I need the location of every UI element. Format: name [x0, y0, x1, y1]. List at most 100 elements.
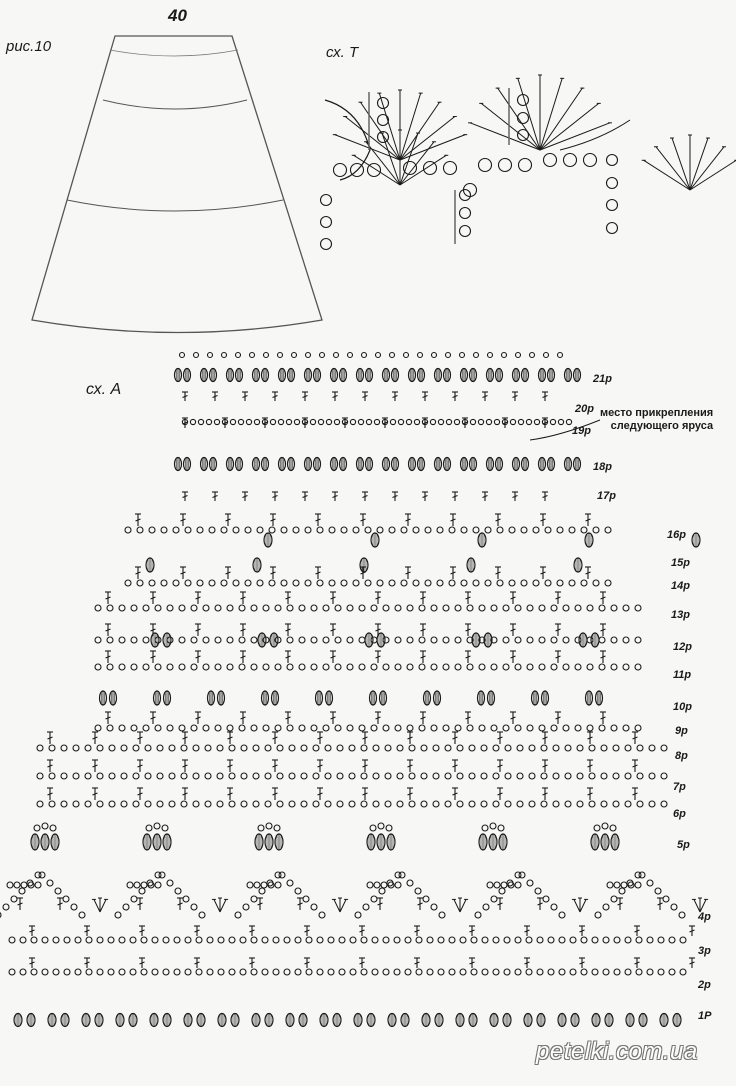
double-crochet — [195, 655, 201, 659]
chain-stitch — [478, 663, 486, 671]
chain-stitch — [550, 636, 558, 644]
chain-stitch — [370, 724, 378, 732]
chain-stitch — [586, 724, 594, 732]
double-crochet — [540, 571, 546, 575]
chain-stitch — [478, 636, 486, 644]
double-crochet — [585, 571, 591, 575]
chain-stitch — [349, 162, 365, 178]
chain-stitch — [129, 968, 137, 976]
chain-stitch — [502, 636, 510, 644]
chain-stitch — [198, 911, 206, 919]
chain-stitch — [626, 879, 634, 887]
chain-stitch — [478, 604, 486, 612]
chain-stitch — [108, 772, 116, 780]
double-crochet — [57, 902, 63, 906]
chain-stitch — [238, 636, 246, 644]
double-crochet — [240, 716, 246, 720]
chain-stitch — [132, 800, 140, 808]
chain-stitch — [161, 824, 169, 832]
chain-stitch — [136, 579, 144, 587]
chain-stitch — [456, 800, 464, 808]
chain-stitch — [142, 724, 150, 732]
chain-stitch — [2, 903, 10, 911]
chain-stitch — [48, 744, 56, 752]
chain-stitch — [480, 800, 488, 808]
chain-stitch — [360, 744, 368, 752]
chain-stitch — [96, 744, 104, 752]
double-crochet — [689, 961, 695, 965]
chain-stitch — [364, 579, 372, 587]
chain-stitch — [580, 579, 588, 587]
chain-stitch — [250, 936, 258, 944]
chain-stitch — [290, 351, 298, 359]
double-crochet — [285, 655, 291, 659]
chain-stitch — [288, 744, 296, 752]
chain-stitch — [396, 744, 404, 752]
chain-stitch — [232, 579, 240, 587]
chain-stitch — [257, 824, 265, 832]
chain-stitch — [8, 936, 16, 944]
row-label: 8р — [675, 750, 688, 762]
chain-stitch — [517, 418, 525, 426]
double-crochet — [342, 421, 348, 425]
double-crochet — [362, 395, 368, 398]
chain-stitch — [250, 636, 258, 644]
chain-stitch — [416, 351, 424, 359]
double-crochet — [137, 736, 143, 740]
chain-stitch — [168, 772, 176, 780]
chain-stitch — [272, 936, 280, 944]
chain-stitch — [360, 936, 368, 944]
double-crochet — [422, 395, 428, 398]
chain-stitch — [412, 579, 420, 587]
chain-stitch — [402, 351, 410, 359]
chain-stitch — [252, 744, 260, 752]
chain-stitch — [346, 636, 354, 644]
chain-stitch — [148, 526, 156, 534]
row-label: 15р — [671, 557, 690, 569]
chain-stitch — [504, 800, 512, 808]
fan-stitch — [497, 87, 541, 151]
chain-stitch — [622, 604, 630, 612]
double-crochet — [137, 792, 143, 796]
chain-stitch — [126, 881, 134, 889]
chain-stitch — [234, 351, 242, 359]
double-crochet — [285, 716, 291, 720]
chain-stitch — [349, 968, 357, 976]
chain-stitch — [107, 936, 115, 944]
chain-stitch — [526, 663, 534, 671]
chain-stitch — [458, 188, 472, 202]
chain-stitch — [424, 579, 432, 587]
chain-stitch — [96, 968, 104, 976]
chain-stitch — [63, 968, 71, 976]
chain-stitch — [283, 968, 291, 976]
chain-stitch — [591, 936, 599, 944]
chain-stitch — [646, 879, 654, 887]
chain-stitch — [408, 800, 416, 808]
chain-stitch — [609, 824, 617, 832]
chain-stitch — [469, 418, 477, 426]
chain-stitch — [437, 418, 445, 426]
chain-stitch — [294, 887, 302, 895]
double-crochet — [632, 764, 638, 768]
chain-stitch — [574, 724, 582, 732]
row-label: 10р — [673, 701, 692, 713]
chain-stitch — [192, 744, 200, 752]
row-label: 6р — [673, 808, 686, 820]
chain-stitch — [240, 744, 248, 752]
chain-stitch — [552, 744, 560, 752]
fan-stitch — [689, 146, 725, 191]
chain-stitch — [565, 418, 573, 426]
chain-stitch — [406, 636, 414, 644]
chain-stitch — [385, 824, 393, 832]
chain-stitch — [120, 772, 128, 780]
fan-stitch — [539, 87, 583, 151]
chain-stitch — [173, 936, 181, 944]
chain-stitch — [324, 800, 332, 808]
chain-stitch — [414, 887, 422, 895]
chain-stitch — [216, 772, 224, 780]
chain-stitch — [442, 724, 450, 732]
chain-stitch — [398, 871, 406, 879]
chain-stitch — [208, 526, 216, 534]
chain-stitch — [624, 936, 632, 944]
double-crochet — [502, 421, 508, 425]
